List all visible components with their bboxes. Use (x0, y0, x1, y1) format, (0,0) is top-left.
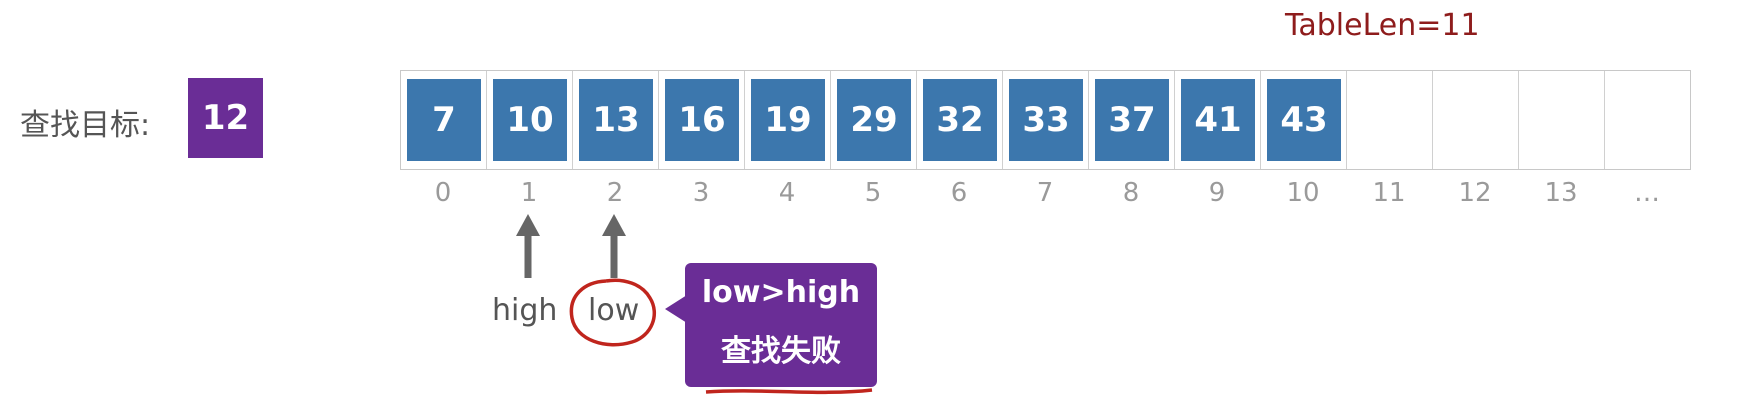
array-index-label: 5 (864, 178, 882, 208)
array-cell: 41 (1175, 71, 1261, 169)
high-pointer-arrow (516, 214, 540, 278)
array-cell-value: 32 (923, 79, 997, 161)
array-index-label: 13 (1544, 178, 1578, 208)
search-failed-callout: low>high 查找失败 (685, 263, 877, 387)
array-index-label: 10 (1286, 178, 1320, 208)
array-index-label: 8 (1122, 178, 1140, 208)
array-index-label: 0 (434, 178, 452, 208)
callout-underline-2 (705, 388, 873, 395)
callout-tail (665, 295, 687, 323)
low-pointer-label: low (588, 293, 640, 328)
search-target-value: 12 (188, 78, 263, 158)
array-cell: 37 (1089, 71, 1175, 169)
array-index-label: 7 (1036, 178, 1054, 208)
array-cell: 16 (659, 71, 745, 169)
array-cell: 7 (401, 71, 487, 169)
array-cell-value: 7 (407, 79, 481, 161)
array-index-label: 3 (692, 178, 710, 208)
search-target-label: 查找目标: (20, 108, 151, 143)
array-cell (1519, 71, 1605, 169)
array-cell-value: 19 (751, 79, 825, 161)
array-cell: 13 (573, 71, 659, 169)
array-cell-value: 29 (837, 79, 911, 161)
array-index-label: … (1634, 178, 1660, 208)
array-index-label: 12 (1458, 178, 1492, 208)
array-cell-value: 41 (1181, 79, 1255, 161)
array-cell: 43 (1261, 71, 1347, 169)
array-cell: 33 (1003, 71, 1089, 169)
array-cell: 19 (745, 71, 831, 169)
table-len-label: TableLen=11 (1285, 8, 1480, 43)
callout-result-text: 查找失败 (721, 334, 841, 369)
array-cell-value: 43 (1267, 79, 1341, 161)
array-cell-value: 16 (665, 79, 739, 161)
array-index-label: 4 (778, 178, 796, 208)
array-index-label: 9 (1208, 178, 1226, 208)
array-cell (1347, 71, 1433, 169)
array-cell-value: 13 (579, 79, 653, 161)
array-index-label: 6 (950, 178, 968, 208)
array-index-label: 11 (1372, 178, 1406, 208)
array-index-label: 1 (520, 178, 538, 208)
array-index-label: 2 (606, 178, 624, 208)
low-circle-annotation (569, 278, 656, 347)
array-cell-value: 10 (493, 79, 567, 161)
array-cell: 10 (487, 71, 573, 169)
array-cell: 32 (917, 71, 1003, 169)
array-cell: 29 (831, 71, 917, 169)
high-pointer-label: high (492, 293, 558, 328)
array-cell (1433, 71, 1519, 169)
callout-condition-text: low>high (701, 275, 861, 310)
low-pointer-arrow (602, 214, 626, 278)
array-cell-value: 37 (1095, 79, 1169, 161)
array-cell-value: 33 (1009, 79, 1083, 161)
